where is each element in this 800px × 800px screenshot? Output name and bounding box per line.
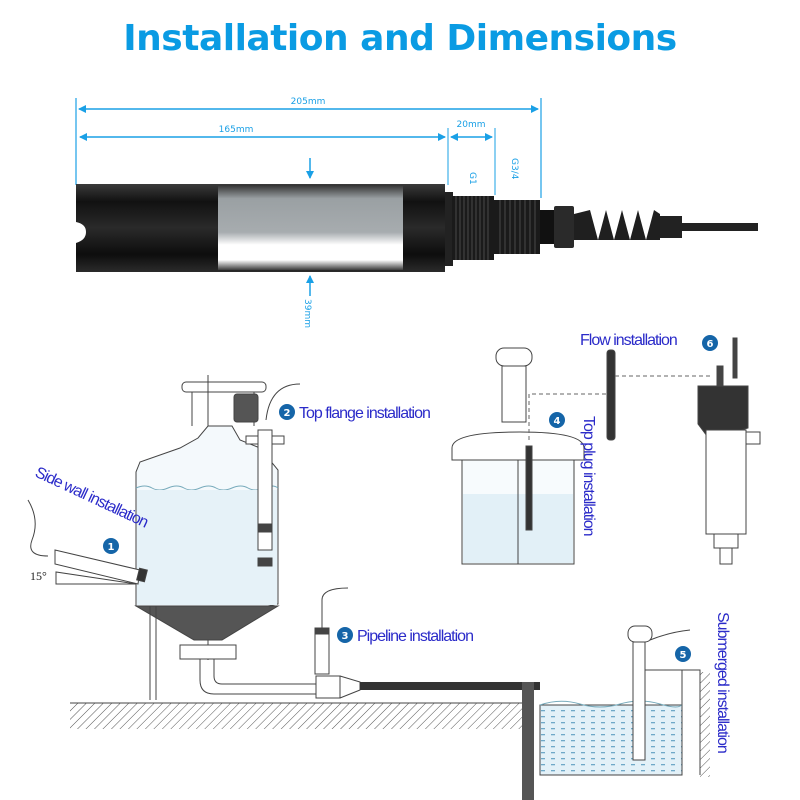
basin-wall [522,682,534,800]
badge-1 [103,538,119,554]
svg-text:Side wall installation: Side wall installation [32,464,150,531]
badge-5 [675,646,691,662]
label-top-flange: 2 Top flange installation [279,404,431,422]
badge-6 [702,335,718,351]
svg-text:6: 6 [707,339,714,350]
svg-text:2: 2 [284,408,291,419]
dimension-lines [75,98,542,296]
sensor-probe [76,184,758,272]
side-wall-probe [27,499,148,585]
tank-illustration [134,375,361,700]
svg-text:3: 3 [342,631,349,642]
page-title: Installation and Dimensions [123,18,677,59]
dim-thread-length: 20mm [457,120,486,130]
dim-total-length: 205mm [291,97,326,107]
svg-text:Top plug installation: Top plug installation [580,416,597,536]
badge-3 [337,627,353,643]
badge-4 [549,412,565,428]
angle-label: 15° [30,569,47,583]
flow-cell-illustration [697,337,761,565]
svg-text:Submerged installation: Submerged installation [714,612,731,753]
label-flow: Flow installation 6 [580,332,718,351]
svg-text:4: 4 [554,416,561,427]
outflow-pipe [360,682,540,690]
badge-2 [279,404,295,420]
svg-text:Pipeline installation: Pipeline installation [357,628,473,645]
dim-thread-g1: G1 [467,172,477,185]
svg-text:Flow installation: Flow installation [580,332,677,349]
svg-text:Top flange installation: Top flange installation [299,405,430,422]
ground [70,703,530,729]
label-pipeline: 3 Pipeline installation [337,627,474,645]
dim-diameter: 39mm [302,299,312,328]
submerged-illustration [539,625,710,777]
svg-text:1: 1 [108,542,115,553]
top-plug-illustration [451,347,712,565]
dim-thread-g34: G3/4 [509,158,519,180]
svg-text:5: 5 [680,650,687,661]
label-submerged: 5 Submerged installation [675,612,731,753]
label-top-plug: 4 Top plug installation [549,412,597,536]
dim-body-length: 165mm [219,125,254,135]
